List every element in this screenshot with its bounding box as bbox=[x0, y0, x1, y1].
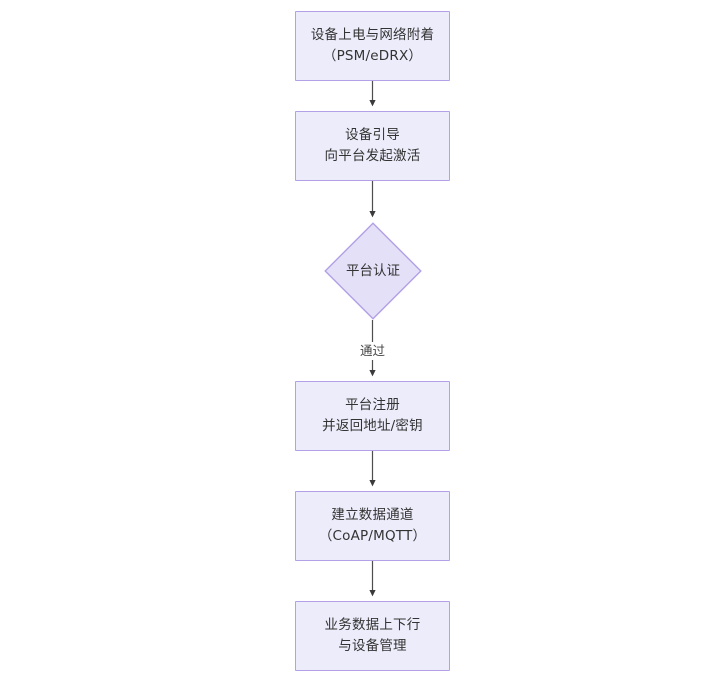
node-label-n1: 设备上电与网络附着 （PSM/eDRX） bbox=[310, 27, 435, 64]
node-label-n3: 平台认证 bbox=[346, 263, 400, 279]
node-device-bootstrap[interactable]: 设备引导 向平台发起激活 bbox=[295, 111, 450, 181]
node-platform-registration[interactable]: 平台注册 并返回地址/密钥 bbox=[295, 381, 450, 451]
node-platform-authentication[interactable]: 平台认证 bbox=[324, 222, 422, 320]
node-device-power-on[interactable]: 设备上电与网络附着 （PSM/eDRX） bbox=[295, 11, 450, 81]
edge-label-pass: 通过 bbox=[357, 342, 389, 360]
node-establish-data-channel[interactable]: 建立数据通道 （CoAP/MQTT） bbox=[295, 491, 450, 561]
node-business-data-and-device-management[interactable]: 业务数据上下行 与设备管理 bbox=[295, 601, 450, 671]
node-label-n5: 建立数据通道 （CoAP/MQTT） bbox=[318, 507, 427, 544]
diamond-shape bbox=[324, 222, 422, 320]
node-label-n2: 设备引导 向平台发起激活 bbox=[324, 127, 421, 164]
node-label-n4: 平台注册 并返回地址/密钥 bbox=[322, 397, 423, 434]
node-label-n6: 业务数据上下行 与设备管理 bbox=[324, 617, 421, 654]
